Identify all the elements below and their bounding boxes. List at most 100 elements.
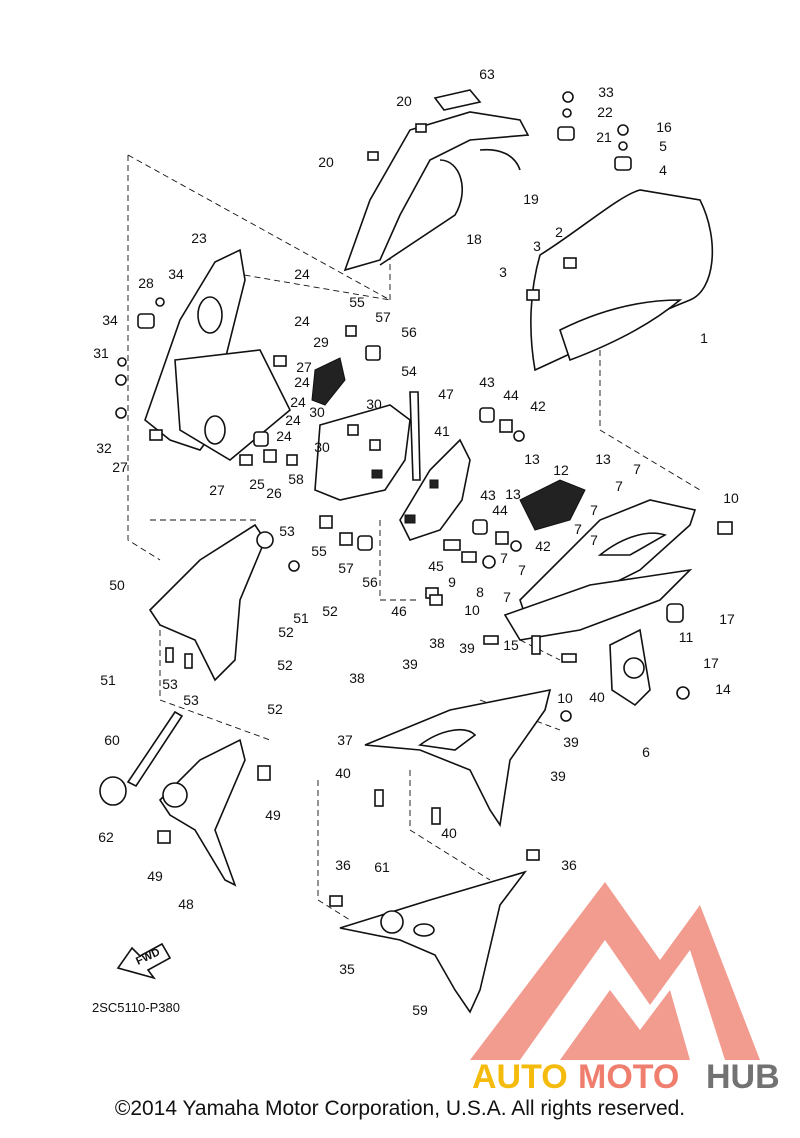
callout-39: 39 (459, 640, 475, 656)
upper-cowling (530, 189, 714, 372)
callout-14: 14 (715, 681, 731, 697)
callout-17: 17 (703, 655, 719, 671)
callout-13: 13 (595, 451, 611, 467)
callout-30: 30 (309, 404, 325, 420)
side-panel-48 (158, 738, 246, 887)
callout-49: 49 (147, 868, 163, 884)
callout-56: 56 (362, 574, 378, 590)
callout-60: 60 (104, 732, 120, 748)
callout-10: 10 (557, 690, 573, 706)
callout-18: 18 (466, 231, 482, 247)
callout-9: 9 (448, 574, 456, 590)
callout-28: 28 (138, 275, 154, 291)
callout-47: 47 (438, 386, 454, 402)
bracket-54 (314, 404, 411, 501)
exploded-parts-diagram: AUTO MOTO HUB (92, 66, 780, 1090)
callout-35: 35 (339, 961, 355, 977)
callout-7: 7 (633, 461, 641, 477)
callout-24: 24 (294, 266, 310, 282)
callout-12: 12 (553, 462, 569, 478)
callout-53: 53 (279, 523, 295, 539)
callout-52: 52 (278, 624, 294, 640)
callout-10: 10 (723, 490, 739, 506)
callout-34: 34 (168, 266, 184, 282)
callout-52: 52 (267, 701, 283, 717)
seal-62 (99, 776, 127, 806)
callout-11: 11 (679, 629, 694, 645)
callout-56: 56 (401, 324, 417, 340)
callout-27: 27 (112, 459, 128, 475)
callout-44: 44 (503, 387, 519, 403)
callout-17: 17 (719, 611, 735, 627)
callout-61: 61 (374, 859, 390, 875)
callout-29: 29 (313, 334, 329, 350)
sticker-63 (433, 89, 482, 111)
callout-46: 46 (391, 603, 407, 619)
callout-24: 24 (290, 394, 306, 410)
callout-38: 38 (349, 670, 365, 686)
cable-tie-47 (409, 391, 421, 481)
callout-52: 52 (322, 603, 338, 619)
front-panel-18 (343, 111, 530, 272)
callout-20: 20 (318, 154, 334, 170)
callout-16: 16 (656, 119, 672, 135)
callout-1: 1 (700, 330, 708, 346)
callout-42: 42 (535, 538, 551, 554)
callout-3: 3 (533, 238, 541, 254)
mesh-12 (519, 479, 586, 531)
fasteners (115, 91, 733, 907)
drawing-code: 2SC5110-P380 (92, 1000, 180, 1015)
callout-50: 50 (109, 577, 125, 593)
watermark-logo: AUTO MOTO HUB (470, 882, 780, 1090)
callout-7: 7 (518, 562, 526, 578)
callout-27: 27 (296, 359, 312, 375)
callout-40: 40 (335, 765, 351, 781)
lower-panel-35 (339, 870, 528, 1014)
callout-49: 49 (265, 807, 281, 823)
watermark-text-auto: AUTO (472, 1058, 568, 1090)
watermark-text-hub: HUB (706, 1058, 780, 1090)
callout-7: 7 (500, 550, 508, 566)
callout-21: 21 (596, 129, 612, 145)
callout-62: 62 (98, 829, 114, 845)
callout-39: 39 (563, 734, 579, 750)
callout-36: 36 (335, 857, 351, 873)
callout-24: 24 (294, 313, 310, 329)
inner-panel-50 (148, 523, 274, 682)
callout-5: 5 (659, 138, 667, 154)
callout-38: 38 (429, 635, 445, 651)
strip-60 (126, 710, 184, 788)
callout-15: 15 (503, 637, 519, 653)
callout-4: 4 (659, 162, 667, 178)
callout-42: 42 (530, 398, 546, 414)
callout-7: 7 (590, 502, 598, 518)
callout-39: 39 (550, 768, 566, 784)
callout-43: 43 (479, 374, 495, 390)
callout-48: 48 (178, 896, 194, 912)
callout-45: 45 (428, 558, 444, 574)
callout-24: 24 (276, 428, 292, 444)
side-panel-37 (364, 688, 552, 828)
callout-52: 52 (277, 657, 293, 673)
callout-34: 34 (102, 312, 118, 328)
callout-33: 33 (598, 84, 614, 100)
callout-31: 31 (93, 345, 109, 361)
mesh-29 (311, 357, 346, 406)
bracket-41 (399, 438, 471, 541)
callout-41: 41 (434, 423, 450, 439)
callout-3: 3 (499, 264, 507, 280)
callout-63: 63 (479, 66, 495, 82)
callout-44: 44 (492, 502, 508, 518)
callout-20: 20 (396, 93, 412, 109)
callout-51: 51 (100, 672, 116, 688)
callout-2: 2 (555, 224, 563, 240)
callout-24: 24 (294, 374, 310, 390)
callout-40: 40 (441, 825, 457, 841)
callout-13: 13 (524, 451, 540, 467)
callout-55: 55 (311, 543, 327, 559)
callout-10: 10 (464, 602, 480, 618)
watermark-text-moto: MOTO (578, 1058, 679, 1090)
callout-32: 32 (96, 440, 112, 456)
callout-55: 55 (349, 294, 365, 310)
callout-51: 51 (293, 610, 309, 626)
